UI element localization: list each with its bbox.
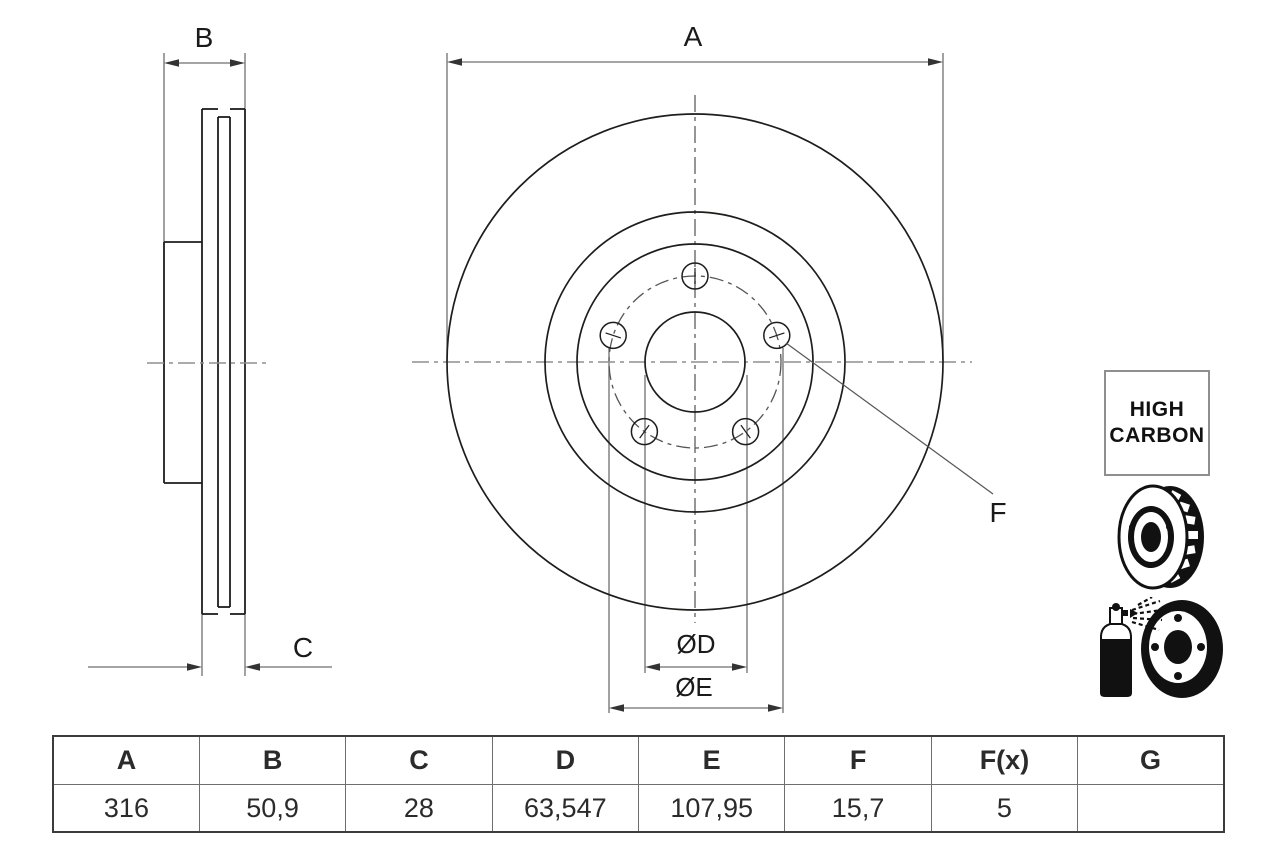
spray-can <box>1100 603 1132 697</box>
table-value-f: 15,7 <box>784 784 932 833</box>
table-header-cell-e: E <box>637 735 786 785</box>
dimension-label-b: B <box>195 22 214 53</box>
high-carbon-badge-line1: HIGH <box>1129 397 1185 421</box>
high-carbon-badge-line2: CARBON <box>1109 424 1205 447</box>
table-header-cell-fx: F(x) <box>930 735 1079 785</box>
technical-drawing: B C <box>88 21 1007 713</box>
table-header-cell-g: G <box>1077 735 1225 785</box>
outer-diameter-circle <box>446 113 944 611</box>
spray-mist <box>1131 597 1163 632</box>
friction-ring-inner-circle <box>544 211 846 513</box>
center-bore-circle <box>644 311 746 413</box>
table-header-cell-d: D <box>491 735 640 785</box>
dimension-label-f: F <box>989 497 1006 528</box>
dimension-table: A B C D E F F(x) G 316 50,9 28 63,547 10… <box>52 735 1225 833</box>
table-header-row: A B C D E F F(x) G <box>52 735 1225 785</box>
table-value-fx: 5 <box>930 784 1079 833</box>
hub-bolt-holes <box>1129 506 1172 568</box>
vented-brake-disc-icon <box>1117 484 1204 590</box>
table-value-e: 107,95 <box>637 784 786 833</box>
spray-nozzle-jet <box>1130 609 1138 618</box>
table-value-c: 28 <box>345 784 493 833</box>
dimension-label-c: C <box>293 632 313 663</box>
dimension-label-d: ØD <box>677 629 716 659</box>
f-leader-line <box>785 342 994 495</box>
table-header-cell-a: A <box>52 735 200 785</box>
dimension-label-a: A <box>684 21 703 52</box>
bolt-hole-ticks <box>605 268 785 439</box>
dimension-label-e: ØE <box>675 672 713 702</box>
table-header-cell-b: B <box>198 735 347 785</box>
table-value-g <box>1077 784 1225 833</box>
dimension-arrowheads-side <box>164 59 260 671</box>
table-value-b: 50,9 <box>198 784 347 833</box>
dimension-arrowheads-front <box>447 58 943 712</box>
coated-disc <box>1141 600 1223 698</box>
table-header-cell-f: F <box>784 735 932 785</box>
disc-cross-section-outline <box>163 108 246 615</box>
table-header-cell-c: C <box>345 735 493 785</box>
side-view-section: B C <box>88 22 332 676</box>
table-value-d: 63,547 <box>491 784 640 833</box>
table-value-row: 316 50,9 28 63,547 107,95 15,7 5 <box>52 784 1225 833</box>
front-view: A F ØD ØE <box>412 21 1007 713</box>
front-view-centerlines <box>412 95 972 623</box>
bolt-holes <box>599 262 791 446</box>
high-carbon-badge: HIGH CARBON <box>1104 370 1210 476</box>
spray-coating-disc-icon <box>1100 597 1223 698</box>
disc-circles <box>446 113 944 611</box>
table-value-a: 316 <box>52 784 200 833</box>
